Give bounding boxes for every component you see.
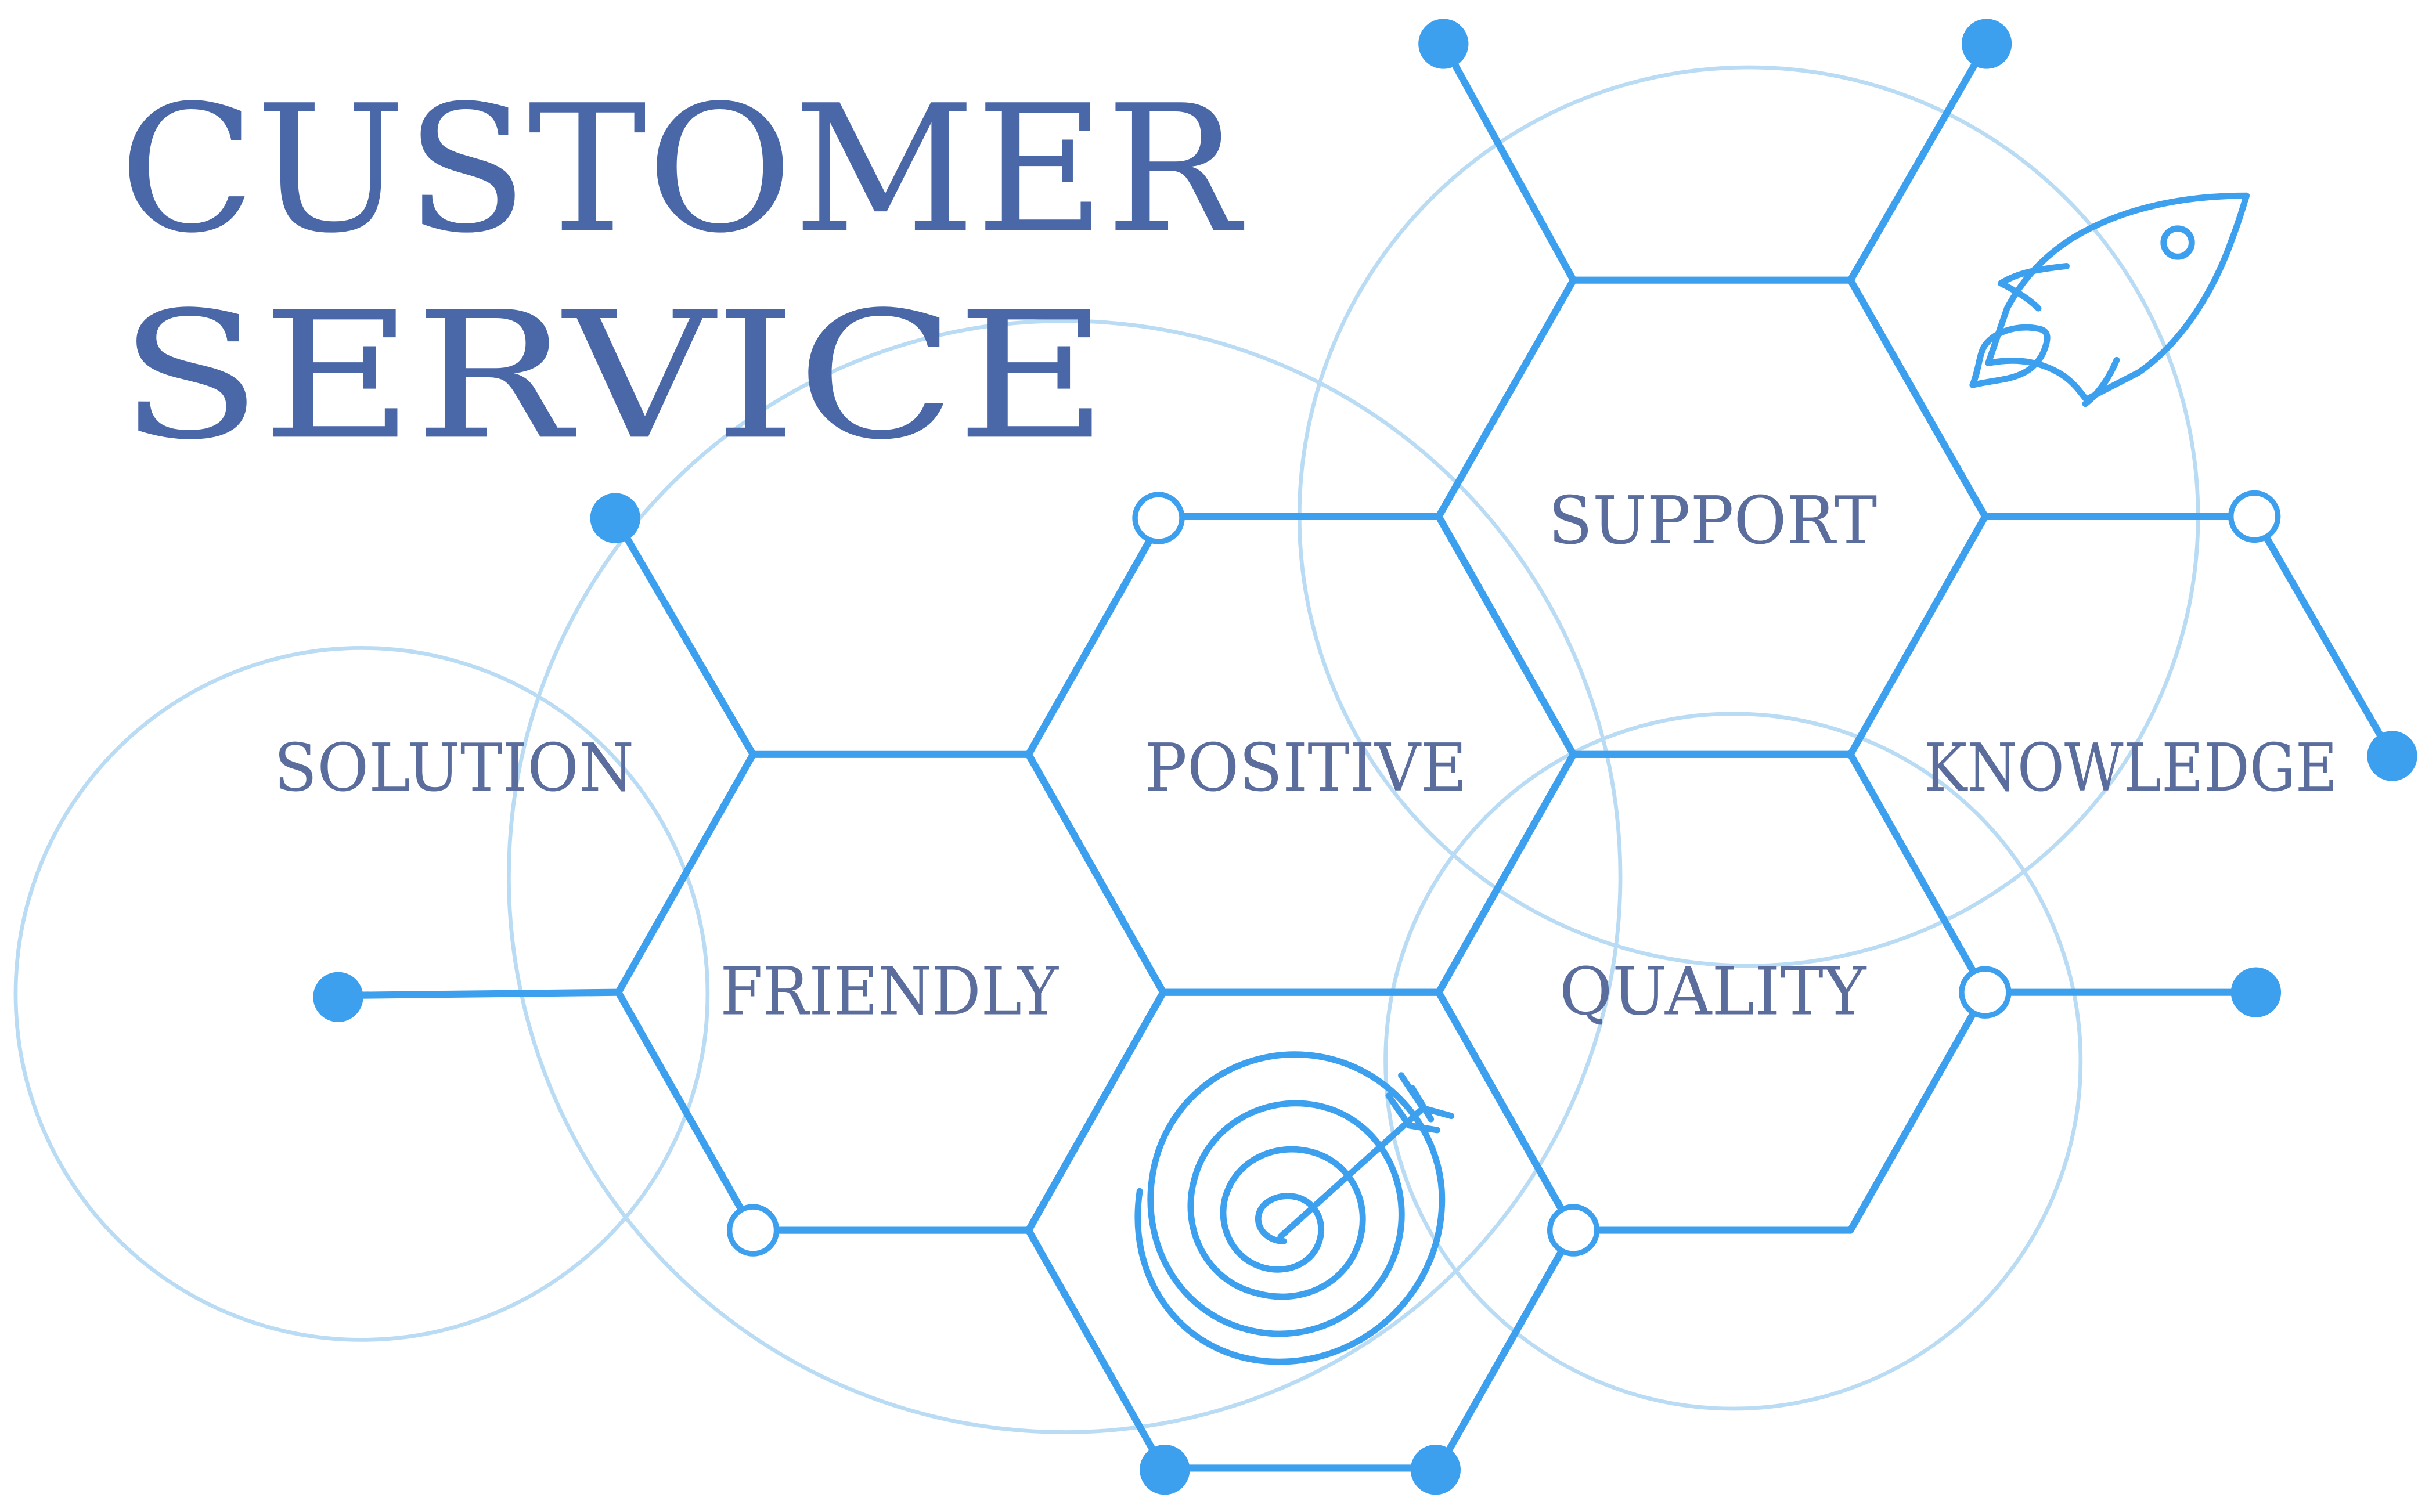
target-icon [1134, 1051, 1455, 1365]
connector-top-right [1847, 40, 1991, 284]
node-top-left [1418, 19, 1469, 69]
rocket-fin-right [2082, 356, 2120, 407]
connector-right-down [2251, 513, 2396, 760]
node-bottom-right [1410, 1445, 1461, 1495]
node-top-right [1961, 19, 2012, 69]
open-nodes [726, 490, 2281, 1257]
target-arrow-shaft [1277, 1105, 1426, 1240]
label-support: SUPPORT [1548, 482, 1877, 559]
open-node-bottom-center [1547, 1204, 1600, 1257]
label-quality: QUALITY [1559, 953, 1867, 1030]
rocket-icon [1969, 192, 2250, 407]
target-spiral [1134, 1051, 1446, 1365]
bg-circle-bottom-right [1383, 712, 2083, 1411]
label-friendly: FRIENDLY [720, 953, 1059, 1030]
open-node-right [2228, 490, 2281, 543]
rocket-body [1985, 192, 2250, 403]
rocket-flame [1969, 324, 2051, 388]
connector-left-mid [334, 988, 622, 999]
node-far-right [2367, 731, 2417, 781]
open-node-lower-left [726, 1204, 780, 1257]
node-upper-left [590, 493, 640, 543]
title-line-service: SERVICE [119, 275, 1108, 478]
target-arrow-feather-3 [1408, 1084, 1435, 1123]
title-line-customer: CUSTOMER [119, 68, 1245, 272]
rocket-fin-left [1997, 263, 2070, 312]
rocket-window [2160, 225, 2195, 260]
node-bottom-left [1140, 1445, 1190, 1495]
title: CUSTOMER SERVICE [119, 68, 1245, 478]
connector-top-left [1440, 40, 1577, 284]
label-solution: SOLUTION [274, 730, 634, 806]
filled-nodes [313, 19, 2417, 1495]
bg-circle-left [13, 646, 710, 1342]
open-node-top-center [1132, 492, 1185, 544]
target-arrow-feather-2 [1385, 1092, 1440, 1134]
open-node-lower-right [1959, 966, 2012, 1019]
connector-upper-left [611, 514, 757, 758]
hex-labels: SUPPORT SOLUTION POSITIVE KNOWLEDGE FRIE… [274, 482, 2337, 1030]
node-right [2230, 967, 2282, 1017]
bg-circle-center [507, 319, 1623, 1434]
node-left [313, 972, 363, 1022]
label-positive: POSITIVE [1144, 730, 1467, 806]
label-knowledge: KNOWLEDGE [1924, 730, 2337, 806]
